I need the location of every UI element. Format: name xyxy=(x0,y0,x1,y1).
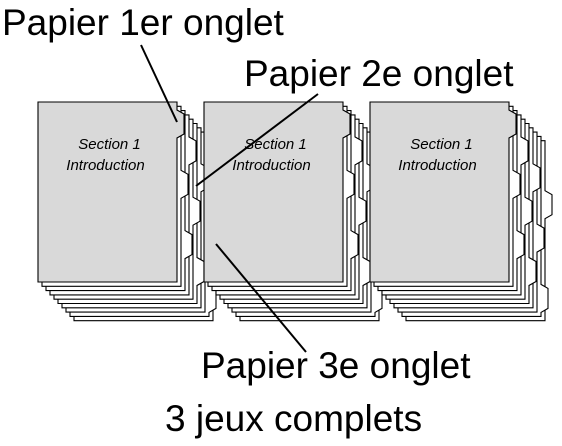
front-sheet xyxy=(369,101,517,283)
sheet-title-line1: Section 1 xyxy=(410,136,473,153)
label-complete-sets: 3 jeux complets xyxy=(165,398,423,439)
label-paper-tab-3: Papier 3e onglet xyxy=(201,345,471,386)
divider-set-1: Section 1 Introduction xyxy=(37,101,221,322)
sheet-title-line2: Introduction xyxy=(66,157,144,174)
label-paper-tab-2: Papier 2e onglet xyxy=(244,53,514,94)
label-paper-tab-1: Papier 1er onglet xyxy=(2,2,284,43)
leader-line-3 xyxy=(215,243,307,353)
leader-line-2 xyxy=(195,93,319,187)
front-sheet xyxy=(203,101,351,283)
sheet-title-line2: Introduction xyxy=(398,157,476,174)
front-sheet xyxy=(37,101,185,283)
sheet-title-line1: Section 1 xyxy=(78,136,141,153)
sheet-title-line1: Section 1 xyxy=(244,136,307,153)
divider-set-2: Section 1 Introduction xyxy=(203,101,387,322)
sheet-title-line2: Introduction xyxy=(232,157,310,174)
leader-line-1 xyxy=(140,44,178,123)
divider-set-3: Section 1 Introduction xyxy=(369,101,553,322)
